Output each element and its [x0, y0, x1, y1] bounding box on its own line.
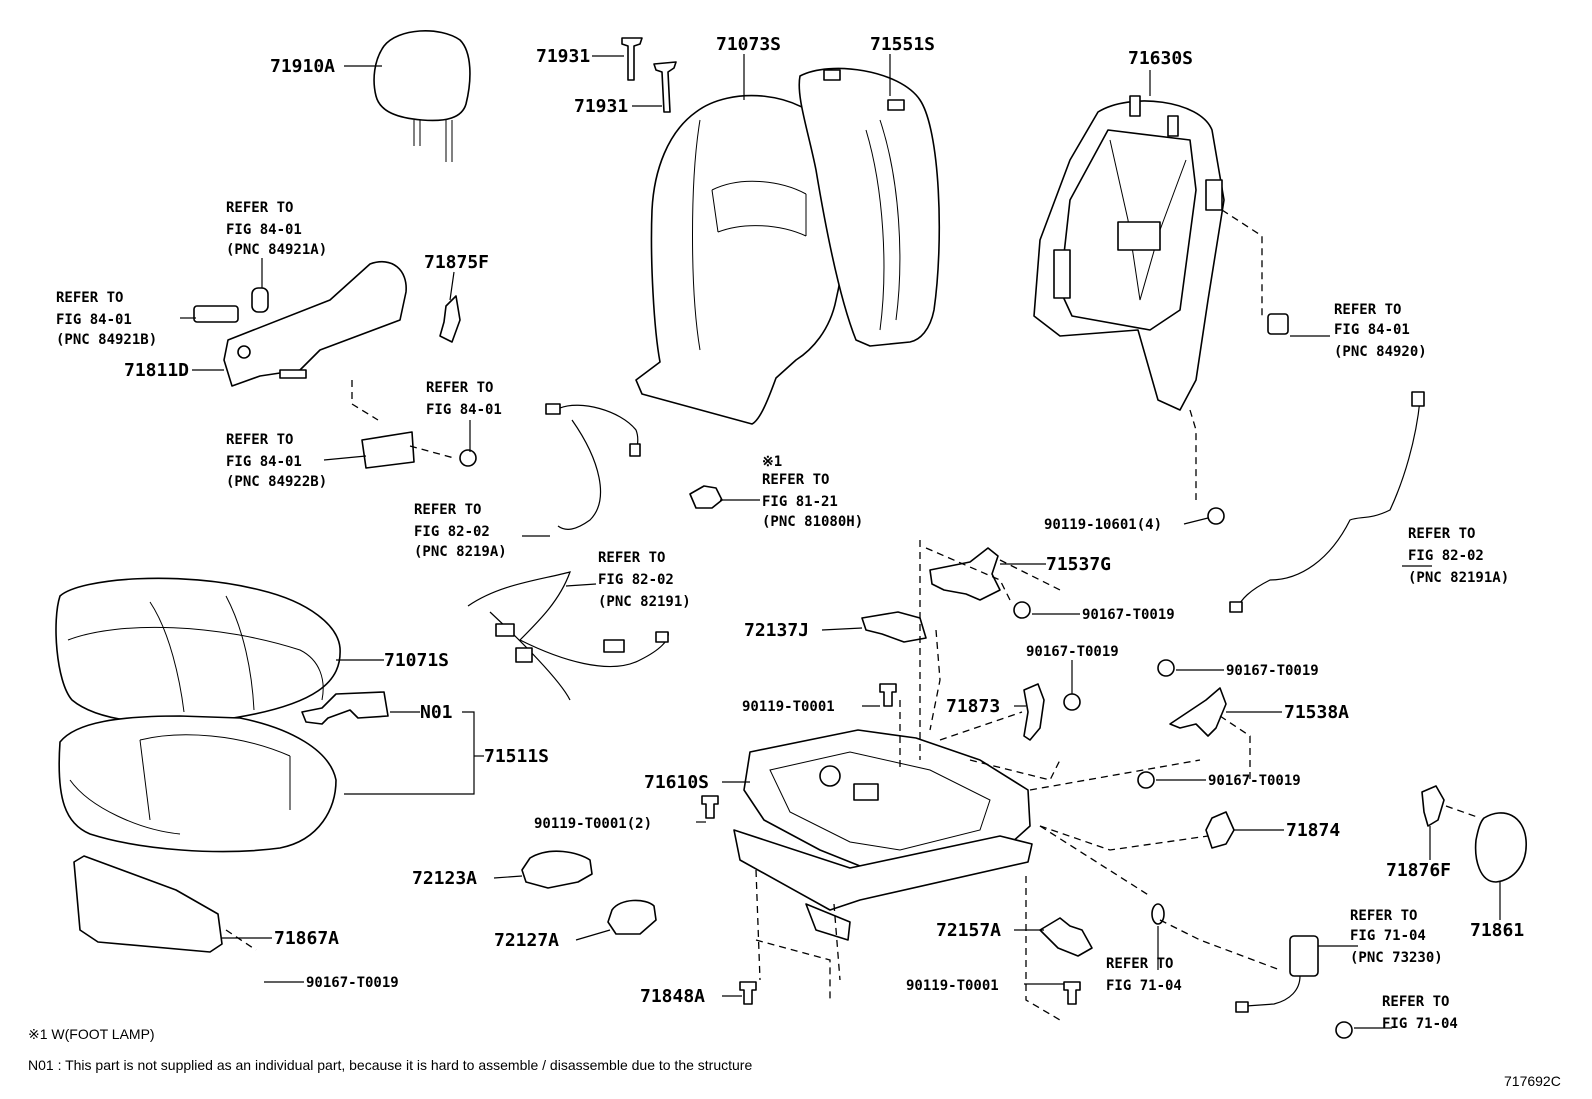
refer-82191: REFER TO FIG 82-02 (PNC 82191)	[598, 550, 691, 610]
label-71875F: 71875F	[424, 252, 489, 273]
assembly-lines	[225, 209, 1481, 1021]
label-71071S: 71071S	[384, 650, 449, 671]
bolt-90119-T0001-b-drawing[interactable]	[1063, 981, 1081, 1005]
n01-bracket-drawing[interactable]	[301, 691, 389, 725]
leader-lines	[180, 54, 1501, 1029]
label-90167-T0019-a: 90167-T0019	[306, 975, 399, 991]
seatback-cover-drawing[interactable]	[635, 94, 848, 425]
label-71876F: 71876F	[1386, 860, 1451, 881]
refer-84-01-screw: REFER TO FIG 84-01	[426, 380, 502, 418]
screw-90167-e-drawing[interactable]	[1137, 771, 1155, 789]
cushion-pad-drawing[interactable]	[58, 715, 337, 853]
front-cover-drawing[interactable]	[73, 855, 223, 953]
seatback-pad-drawing[interactable]	[798, 67, 941, 347]
part-labels: 71910A 71931 71931 71073S 71551S 71630S …	[124, 34, 1524, 1007]
cover-71876F-drawing[interactable]	[1421, 785, 1445, 827]
side-shield-drawing[interactable]	[223, 260, 407, 387]
footnote-n01: N01 : This part is not supplied as an in…	[28, 1057, 752, 1073]
bracket-71537G-drawing[interactable]	[929, 547, 1001, 601]
wire-82191-drawing[interactable]	[467, 571, 669, 701]
screw-90167-c-drawing[interactable]	[1063, 693, 1081, 711]
label-90167-T0019-e: 90167-T0019	[1208, 773, 1301, 789]
bolt-90119-10601-drawing[interactable]	[1207, 507, 1225, 525]
switch-84920-drawing[interactable]	[1267, 313, 1289, 335]
label-71538A: 71538A	[1284, 702, 1349, 723]
label-90119-T0001-2: 90119-T0001(2)	[534, 816, 652, 832]
switch-84921B-drawing[interactable]	[193, 305, 239, 323]
screw-90167-d-drawing[interactable]	[1157, 659, 1175, 677]
label-72127A: 72127A	[494, 930, 559, 951]
wire-8219A-drawing[interactable]	[545, 403, 641, 530]
refer-8219A: REFER TO FIG 82-02 (PNC 8219A)	[414, 502, 507, 560]
switch-84921A-drawing[interactable]	[251, 287, 269, 313]
knob-71861-drawing[interactable]	[1474, 812, 1527, 883]
bracket-71538A-drawing[interactable]	[1169, 687, 1227, 737]
refer-84922B: REFER TO FIG 84-01 (PNC 84922B)	[226, 432, 327, 490]
refer-84921B: REFER TO FIG 84-01 (PNC 84921B)	[56, 290, 157, 348]
grommet-71-04-drawing[interactable]	[1151, 903, 1165, 925]
label-71073S: 71073S	[716, 34, 781, 55]
label-90167-T0019-c: 90167-T0019	[1026, 644, 1119, 660]
label-71630S: 71630S	[1128, 48, 1193, 69]
screw-84-01-drawing[interactable]	[459, 449, 477, 467]
refer-84920: REFER TO FIG 84-01 (PNC 84920)	[1334, 302, 1427, 360]
screw-90167-b-drawing[interactable]	[1013, 601, 1031, 619]
label-71848A: 71848A	[640, 986, 705, 1007]
cushion-cover-drawing[interactable]	[55, 577, 341, 724]
headrest-drawing[interactable]	[373, 30, 471, 162]
label-71867A: 71867A	[274, 928, 339, 949]
switch-84922B-drawing[interactable]	[361, 431, 415, 469]
label-90167-T0019-d: 90167-T0019	[1226, 663, 1319, 679]
wire-82191A-drawing[interactable]	[1229, 391, 1425, 613]
refer-callouts: REFER TO FIG 84-01 (PNC 84921A) REFER TO…	[56, 200, 1509, 1032]
figure-id: 717692C	[1504, 1073, 1561, 1089]
label-71910A: 71910A	[270, 56, 335, 77]
label-71610S: 71610S	[644, 772, 709, 793]
label-90119-10601: 90119-10601(4)	[1044, 517, 1162, 533]
label-71873: 71873	[946, 696, 1000, 717]
label-71931-top: 71931	[536, 46, 590, 67]
label-72123A: 72123A	[412, 868, 477, 889]
pin-bottom-drawing[interactable]	[653, 61, 677, 113]
seat-adjuster-drawing[interactable]	[733, 729, 1033, 941]
bolt-71848A-drawing[interactable]	[739, 981, 757, 1005]
label-90167-T0019-b: 90167-T0019	[1082, 607, 1175, 623]
label-71511S: 71511S	[484, 746, 549, 767]
label-72157A: 72157A	[936, 920, 1001, 941]
refer-84921A: REFER TO FIG 84-01 (PNC 84921A)	[226, 200, 327, 258]
pin-top-drawing[interactable]	[621, 37, 643, 81]
label-71811D: 71811D	[124, 360, 189, 381]
label-71537G: 71537G	[1046, 554, 1111, 575]
seatback-frame-drawing[interactable]	[1033, 95, 1225, 411]
footnote-foot-lamp: ※1 W(FOOT LAMP)	[28, 1026, 155, 1042]
label-71931-bottom: 71931	[574, 96, 628, 117]
bolt-90119-T0001-a-drawing[interactable]	[879, 683, 897, 707]
cover-72127A-drawing[interactable]	[607, 899, 657, 935]
refer-73230: REFER TO FIG 71-04 (PNC 73230)	[1350, 908, 1443, 966]
bracket-71873-drawing[interactable]	[1023, 683, 1045, 741]
label-71551S: 71551S	[870, 34, 935, 55]
refer-71-04-bolt: REFER TO FIG 71-04	[1382, 994, 1458, 1032]
foot-lamp-drawing[interactable]	[689, 485, 723, 509]
label-90119-T0001-b: 90119-T0001	[906, 978, 999, 994]
shield-cover-drawing[interactable]	[439, 295, 461, 343]
bolt-71-04-drawing[interactable]	[1335, 1021, 1353, 1039]
refer-82191A: REFER TO FIG 82-02 (PNC 82191A)	[1408, 526, 1509, 586]
label-71861: 71861	[1470, 920, 1524, 941]
label-71874: 71874	[1286, 820, 1340, 841]
bolt-90119-T0001-2-drawing[interactable]	[701, 795, 719, 819]
bracket-71874-drawing[interactable]	[1205, 811, 1235, 849]
refer-81080H: ※1 REFER TO FIG 81-21 (PNC 81080H)	[762, 454, 863, 530]
cover-72157A-drawing[interactable]	[1039, 917, 1093, 957]
refer-71-04-grommet: REFER TO FIG 71-04	[1106, 956, 1182, 994]
label-90119-T0001-a: 90119-T0001	[742, 699, 835, 715]
bracket-72137J-drawing[interactable]	[861, 611, 927, 643]
label-N01: N01	[420, 702, 453, 723]
cover-72123A-drawing[interactable]	[521, 850, 593, 889]
buckle-73230-drawing[interactable]	[1235, 935, 1319, 1013]
label-72137J: 72137J	[744, 620, 809, 641]
